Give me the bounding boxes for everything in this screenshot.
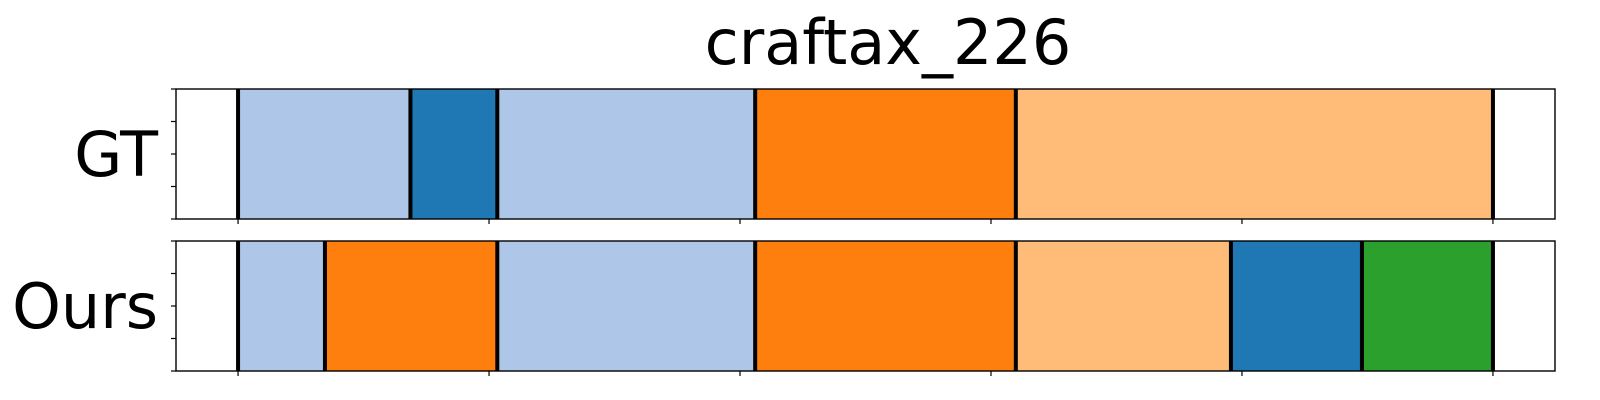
row-label: GT xyxy=(74,118,159,191)
segment-bar xyxy=(1015,89,1493,219)
segment-bar xyxy=(755,89,1016,219)
chart-title: craftax_226 xyxy=(705,6,1072,79)
segment-bar xyxy=(324,241,498,371)
row-ours: Ours xyxy=(12,240,1556,376)
segment-bar xyxy=(410,89,498,219)
segment-bar xyxy=(238,241,325,371)
row-label: Ours xyxy=(12,270,158,343)
segment-bar xyxy=(1230,241,1362,371)
segment-bar xyxy=(497,89,756,219)
segment-bar xyxy=(1361,241,1493,371)
segment-bar xyxy=(497,241,756,371)
segment-bar xyxy=(238,89,411,219)
row-gt: GT xyxy=(74,88,1556,224)
segment-bar xyxy=(755,241,1016,371)
rows-layer: GT Ours xyxy=(12,88,1556,376)
segment-bar xyxy=(1015,241,1231,371)
